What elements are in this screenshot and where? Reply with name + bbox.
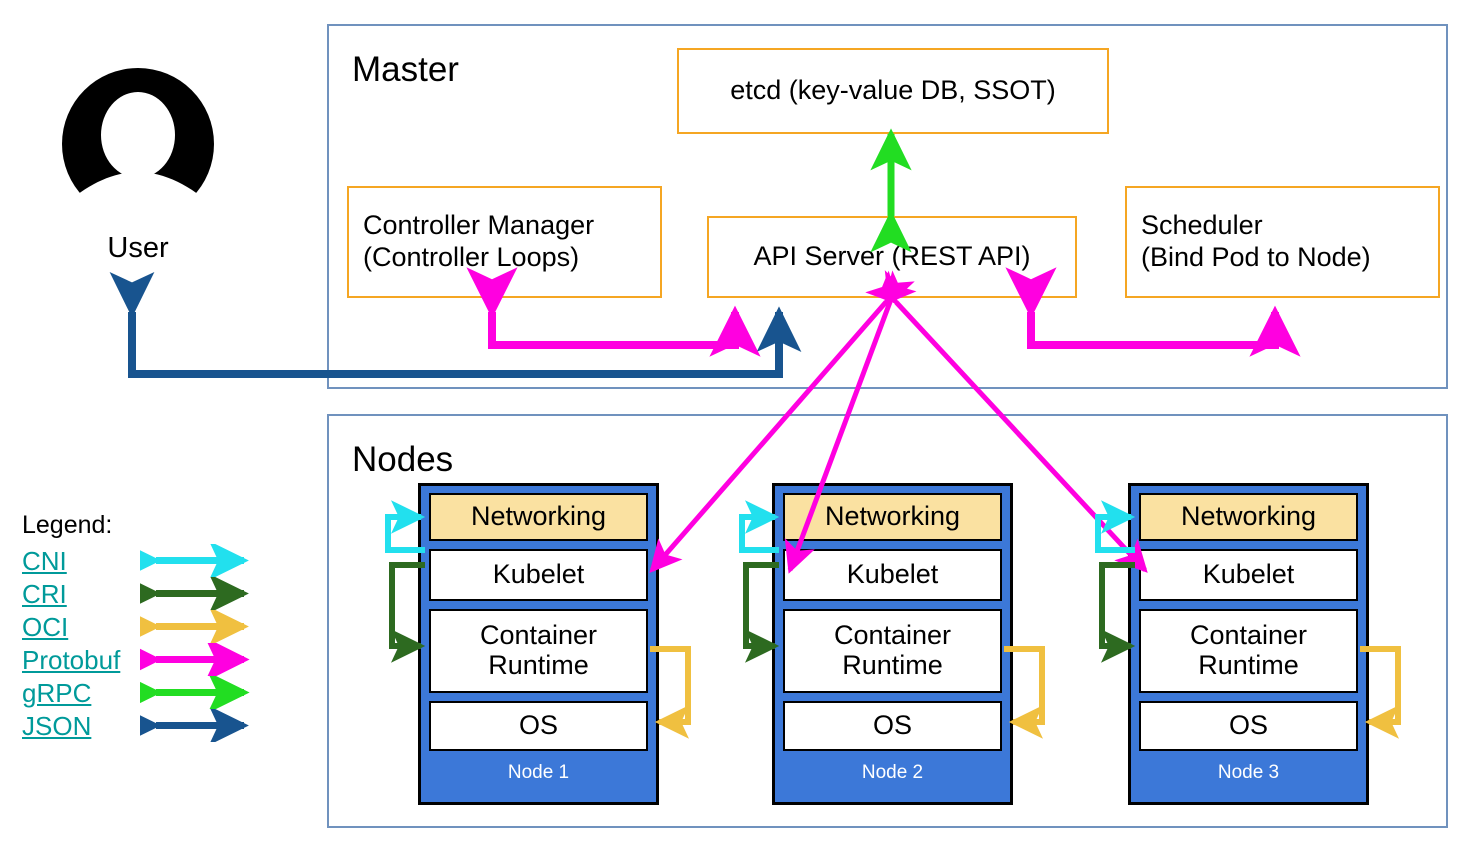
etcd-label: etcd (key-value DB, SSOT) bbox=[730, 75, 1056, 106]
node-2[interactable]: Networking Kubelet Container Runtime OS … bbox=[772, 483, 1013, 805]
scheduler-box[interactable]: Scheduler (Bind Pod to Node) bbox=[1125, 186, 1440, 298]
master-group-title: Master bbox=[352, 50, 459, 89]
legend-label-protobuf[interactable]: Protobuf bbox=[22, 644, 121, 675]
node-3-os-slot[interactable]: OS bbox=[1139, 701, 1358, 751]
node-3-kubelet-slot[interactable]: Kubelet bbox=[1139, 549, 1358, 601]
etcd-box[interactable]: etcd (key-value DB, SSOT) bbox=[677, 48, 1109, 134]
legend-item-json: JSON bbox=[22, 709, 260, 742]
spacer bbox=[429, 601, 648, 609]
spacer bbox=[429, 541, 648, 549]
node-3-container-runtime-slot[interactable]: Container Runtime bbox=[1139, 609, 1358, 693]
node-1-container-runtime-slot[interactable]: Container Runtime bbox=[429, 609, 648, 693]
scheduler-label: Scheduler (Bind Pod to Node) bbox=[1141, 210, 1371, 272]
spacer bbox=[783, 601, 1002, 609]
spacer bbox=[1139, 601, 1358, 609]
legend-swatch-oci-icon bbox=[140, 610, 249, 643]
legend-item-protobuf: Protobuf bbox=[22, 643, 260, 676]
legend: Legend: CNI CRI OCI Protobuf bbox=[22, 513, 260, 742]
spacer bbox=[1139, 693, 1358, 701]
legend-label-grpc[interactable]: gRPC bbox=[22, 677, 92, 708]
controller-manager-box[interactable]: Controller Manager (Controller Loops) bbox=[347, 186, 662, 298]
node-2-networking-slot[interactable]: Networking bbox=[783, 493, 1002, 541]
legend-swatch-cri-icon bbox=[140, 577, 249, 610]
legend-swatch-grpc-icon bbox=[140, 676, 250, 709]
nodes-group-title: Nodes bbox=[352, 440, 454, 479]
node-3-label: Node 3 bbox=[1217, 762, 1280, 783]
legend-item-cri: CRI bbox=[22, 577, 260, 610]
legend-item-grpc: gRPC bbox=[22, 676, 260, 709]
node-2-os-slot[interactable]: OS bbox=[783, 701, 1002, 751]
node-1-kubelet-slot[interactable]: Kubelet bbox=[429, 549, 648, 601]
legend-label-oci[interactable]: OCI bbox=[22, 611, 69, 642]
spacer bbox=[783, 541, 1002, 549]
legend-swatch-json-icon bbox=[140, 709, 249, 742]
api-server-label: API Server (REST API) bbox=[753, 241, 1031, 272]
legend-label-cri[interactable]: CRI bbox=[22, 578, 67, 609]
legend-swatch-protobuf-icon bbox=[140, 643, 250, 676]
legend-title: Legend: bbox=[22, 511, 113, 539]
user-label: User bbox=[107, 232, 169, 264]
legend-swatch-cni-icon bbox=[140, 544, 249, 577]
user-avatar-icon bbox=[62, 68, 214, 223]
node-3[interactable]: Networking Kubelet Container Runtime OS … bbox=[1128, 483, 1369, 805]
node-2-container-runtime-slot[interactable]: Container Runtime bbox=[783, 609, 1002, 693]
spacer bbox=[429, 693, 648, 701]
node-3-networking-slot[interactable]: Networking bbox=[1139, 493, 1358, 541]
api-server-box[interactable]: API Server (REST API) bbox=[707, 216, 1077, 298]
node-2-label: Node 2 bbox=[861, 762, 924, 783]
node-1-os-slot[interactable]: OS bbox=[429, 701, 648, 751]
node-1[interactable]: Networking Kubelet Container Runtime OS … bbox=[418, 483, 659, 805]
spacer bbox=[1139, 541, 1358, 549]
node-2-kubelet-slot[interactable]: Kubelet bbox=[783, 549, 1002, 601]
controller-manager-label: Controller Manager (Controller Loops) bbox=[363, 210, 595, 272]
legend-item-oci: OCI bbox=[22, 610, 260, 643]
user-entity: User bbox=[62, 68, 214, 263]
legend-item-cni: CNI bbox=[22, 544, 260, 577]
legend-label-cni[interactable]: CNI bbox=[22, 545, 67, 576]
spacer bbox=[783, 693, 1002, 701]
node-1-networking-slot[interactable]: Networking bbox=[429, 493, 648, 541]
node-1-label: Node 1 bbox=[507, 762, 570, 783]
legend-label-json[interactable]: JSON bbox=[22, 710, 92, 741]
